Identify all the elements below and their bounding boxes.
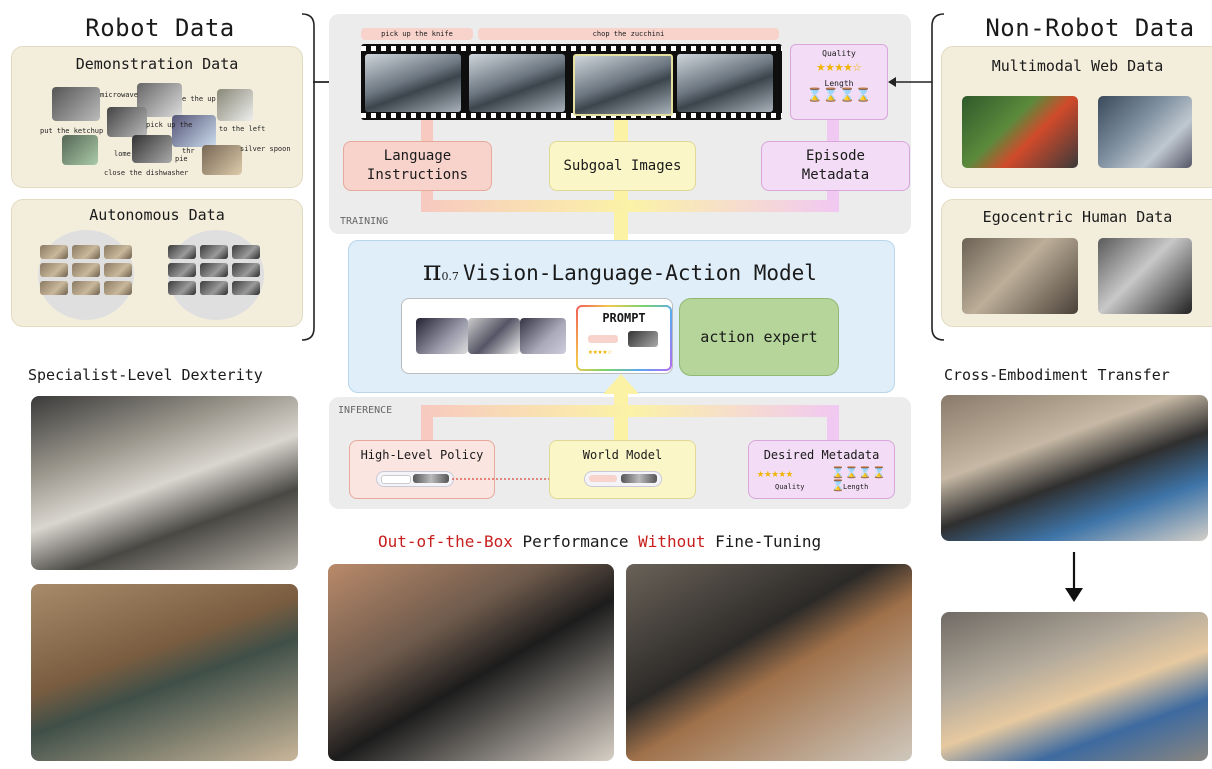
demo-thumb: [132, 135, 172, 163]
pi-symbol: π: [423, 254, 442, 287]
subgoal-images-box: Subgoal Images: [549, 141, 696, 191]
demo-label: lome: [114, 150, 131, 158]
non-robot-data-title: Non-Robot Data: [985, 14, 1195, 42]
caption-pill: chop the zucchini: [478, 28, 779, 40]
specialist-photo-2: [31, 584, 298, 761]
high-level-policy-box: High-Level Policy: [349, 440, 495, 499]
demo-label: silver spoon: [240, 145, 291, 153]
film-frame: [469, 54, 565, 112]
ootb-photo-1: [328, 564, 614, 761]
demo-thumb: [217, 89, 253, 121]
metadata-card: Quality ★★★★☆ Length ⌛⌛⌛⌛: [790, 44, 888, 120]
world-model-box: World Model: [549, 440, 696, 499]
length-label: Length: [824, 79, 854, 88]
desired-hourglass-icon: ⌛⌛⌛⌛⌛: [831, 466, 886, 492]
cross-photo-1: [941, 395, 1208, 541]
pi-subscript: 0.7: [441, 270, 459, 283]
episode-metadata-label: Episode Metadata: [801, 148, 870, 183]
egocentric-human-panel: Egocentric Human Data: [941, 199, 1212, 327]
autonomous-data-panel: Autonomous Data: [11, 199, 303, 327]
ootb-photo-2: [626, 564, 912, 761]
demo-label: to the left: [219, 125, 266, 133]
ootb-text-1: Performance: [512, 532, 639, 551]
demonstration-data-panel: Demonstration Data microwave pick up the…: [11, 46, 303, 188]
multimodal-web-title: Multimodal Web Data: [991, 57, 1164, 75]
robot-data-title: Robot Data: [85, 14, 235, 42]
cross-photo-2: [941, 612, 1208, 761]
desired-quality-label: Quality: [775, 483, 805, 491]
demo-label: pick up the: [146, 121, 193, 129]
demo-thumb: [62, 135, 98, 165]
episode-metadata-box: Episode Metadata: [761, 141, 910, 191]
ootb-text-2: Fine-Tuning: [705, 532, 822, 551]
obs-frame: [468, 318, 520, 354]
star-rating-icon: ★★★★☆: [816, 57, 862, 75]
arrow-left-icon: [888, 77, 932, 87]
desired-metadata-box: Desired Metadata ★★★★★ ⌛⌛⌛⌛⌛ Quality Len…: [748, 440, 895, 499]
caption-pill: pick up the knife: [361, 28, 473, 40]
obs-frame: [520, 318, 566, 354]
high-level-policy-label: High-Level Policy: [360, 448, 484, 462]
demo-label: e the up: [182, 95, 216, 103]
action-expert-box: action expert: [679, 298, 839, 376]
autonomous-data-title: Autonomous Data: [89, 206, 225, 224]
multimodal-web-panel: Multimodal Web Data: [941, 46, 1212, 188]
hourglass-icon: ⌛⌛⌛⌛: [806, 88, 872, 103]
inference-tag: INFERENCE: [338, 405, 393, 416]
action-expert-label: action expert: [700, 328, 818, 346]
demo-label: close the dishwasher: [104, 169, 189, 177]
prompt-text-pill: [588, 335, 618, 343]
film-frame: [573, 54, 673, 116]
language-instructions-box: Language Instructions: [343, 141, 492, 191]
desired-star-icon: ★★★★★: [757, 466, 794, 480]
prompt-label: PROMPT: [602, 311, 646, 325]
right-bracket: [931, 13, 945, 341]
web-image-2: [1098, 96, 1192, 168]
ego-image-1: [962, 238, 1078, 314]
demo-thumb: [202, 145, 242, 175]
specialist-photo-1: [31, 396, 298, 570]
cross-embodiment-caption: Cross-Embodiment Transfer: [944, 366, 1170, 384]
demo-label: put the ketchup: [40, 127, 104, 135]
world-model-label: World Model: [582, 448, 663, 462]
ego-image-2: [1098, 238, 1192, 314]
ootb-caption: Out-of-the-Box Performance Without Fine-…: [378, 532, 878, 551]
specialist-caption: Specialist-Level Dexterity: [28, 366, 263, 384]
model-title-row: π 0.7 Vision-Language-Action Model: [400, 254, 840, 290]
demo-label: pie: [175, 155, 188, 163]
autonomous-grid-2: [168, 245, 260, 295]
world-prompt-pill: [584, 471, 662, 487]
policy-prompt-pill: [376, 471, 454, 487]
model-title: Vision-Language-Action Model: [462, 261, 817, 285]
demo-label: microwave: [100, 91, 138, 99]
obs-frame: [416, 318, 468, 354]
web-image-1: [962, 96, 1078, 168]
subgoal-images-label: Subgoal Images: [563, 158, 682, 174]
demo-thumb: [107, 107, 147, 137]
language-instructions-label: Language Instructions: [366, 148, 469, 183]
desired-metadata-label: Desired Metadata: [763, 448, 880, 462]
ootb-red-2: Without: [638, 532, 706, 551]
prompt-card: PROMPT ★★★★☆: [576, 305, 672, 371]
flow-line: [421, 200, 839, 212]
flow-line: [421, 405, 839, 417]
ootb-red-1: Out-of-the-Box: [378, 532, 513, 551]
flow-arrow: [603, 374, 639, 394]
desired-length-label: Length: [843, 483, 869, 491]
arrow-down-icon: [1065, 552, 1083, 602]
demo-label: thr: [182, 147, 195, 155]
film-frame: [677, 54, 773, 112]
demo-thumb: [52, 87, 100, 121]
prompt-star-icon: ★★★★☆: [588, 347, 613, 356]
quality-label: Quality: [822, 49, 856, 58]
autonomous-grid-1: [40, 245, 132, 295]
film-strip: [361, 44, 782, 120]
film-frame: [365, 54, 461, 112]
prompt-subgoal-thumb: [628, 331, 658, 347]
training-tag: TRAINING: [340, 216, 389, 227]
demo-thumb: [172, 115, 216, 147]
demonstration-data-title: Demonstration Data: [75, 55, 239, 73]
egocentric-human-title: Egocentric Human Data: [982, 208, 1173, 226]
